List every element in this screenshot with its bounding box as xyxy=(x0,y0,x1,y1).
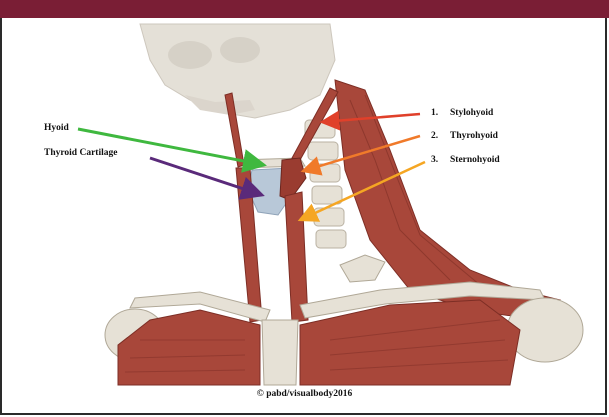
thyroid-cartilage-label: Thyroid Cartilage xyxy=(44,148,117,158)
thyrohyoid-label: Thyrohyoid xyxy=(450,131,498,141)
label-number-1: 1. xyxy=(431,108,438,118)
copyright-notice: © pabd/visualbody2016 xyxy=(0,389,609,399)
stylohyoid-label: Stylohyoid xyxy=(450,108,493,118)
sternohyoid-muscle xyxy=(285,192,308,322)
sternum xyxy=(262,320,298,385)
label-number-3: 3. xyxy=(431,155,438,165)
sternohyoid-label: Sternohyoid xyxy=(450,155,500,165)
label-number-2: 2. xyxy=(431,131,438,141)
hyoid-label: Hyoid xyxy=(44,123,69,133)
skull xyxy=(140,24,335,118)
